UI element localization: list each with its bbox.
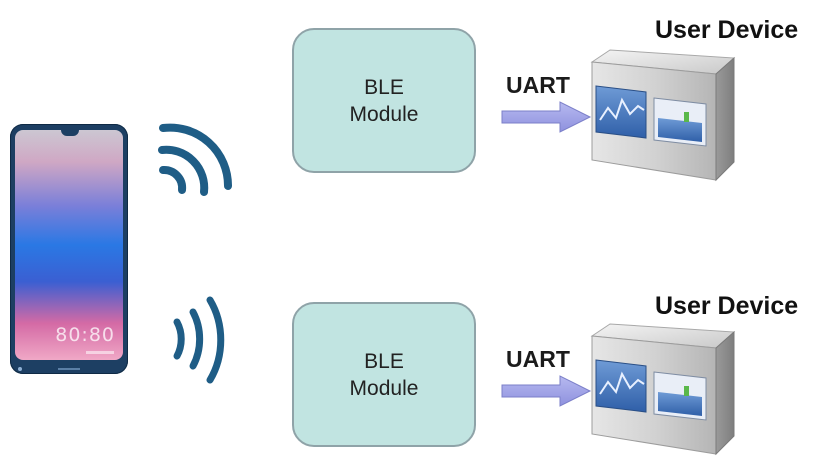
phone-notch bbox=[61, 130, 79, 136]
phone-screen: 80:80 bbox=[15, 130, 123, 360]
ble-module-bottom: BLE Module bbox=[292, 302, 476, 447]
uart-label-bottom: UART bbox=[506, 346, 570, 372]
arrow-right-icon bbox=[501, 101, 592, 133]
arrow-right-icon bbox=[501, 375, 592, 407]
smartphone-icon: 80:80 bbox=[10, 124, 128, 374]
user-device-title-top: User Device bbox=[655, 16, 799, 44]
uart-label-top: UART bbox=[506, 72, 570, 98]
ble-module-top: BLE Module bbox=[292, 28, 476, 173]
user-device-title-bottom: User Device bbox=[655, 292, 799, 320]
phone-camera bbox=[18, 367, 22, 371]
ble-module-label-line1: BLE bbox=[364, 349, 404, 373]
phone-brand-mark bbox=[58, 368, 80, 370]
phone-date-line bbox=[86, 351, 114, 354]
user-device-icon bbox=[590, 49, 736, 182]
user-device-icon bbox=[590, 323, 736, 456]
ble-module-label-line2: Module bbox=[349, 102, 419, 126]
phone-clock: 80:80 bbox=[55, 324, 115, 346]
ble-module-label-line1: BLE bbox=[364, 75, 404, 99]
ble-module-label-line2: Module bbox=[349, 376, 419, 400]
